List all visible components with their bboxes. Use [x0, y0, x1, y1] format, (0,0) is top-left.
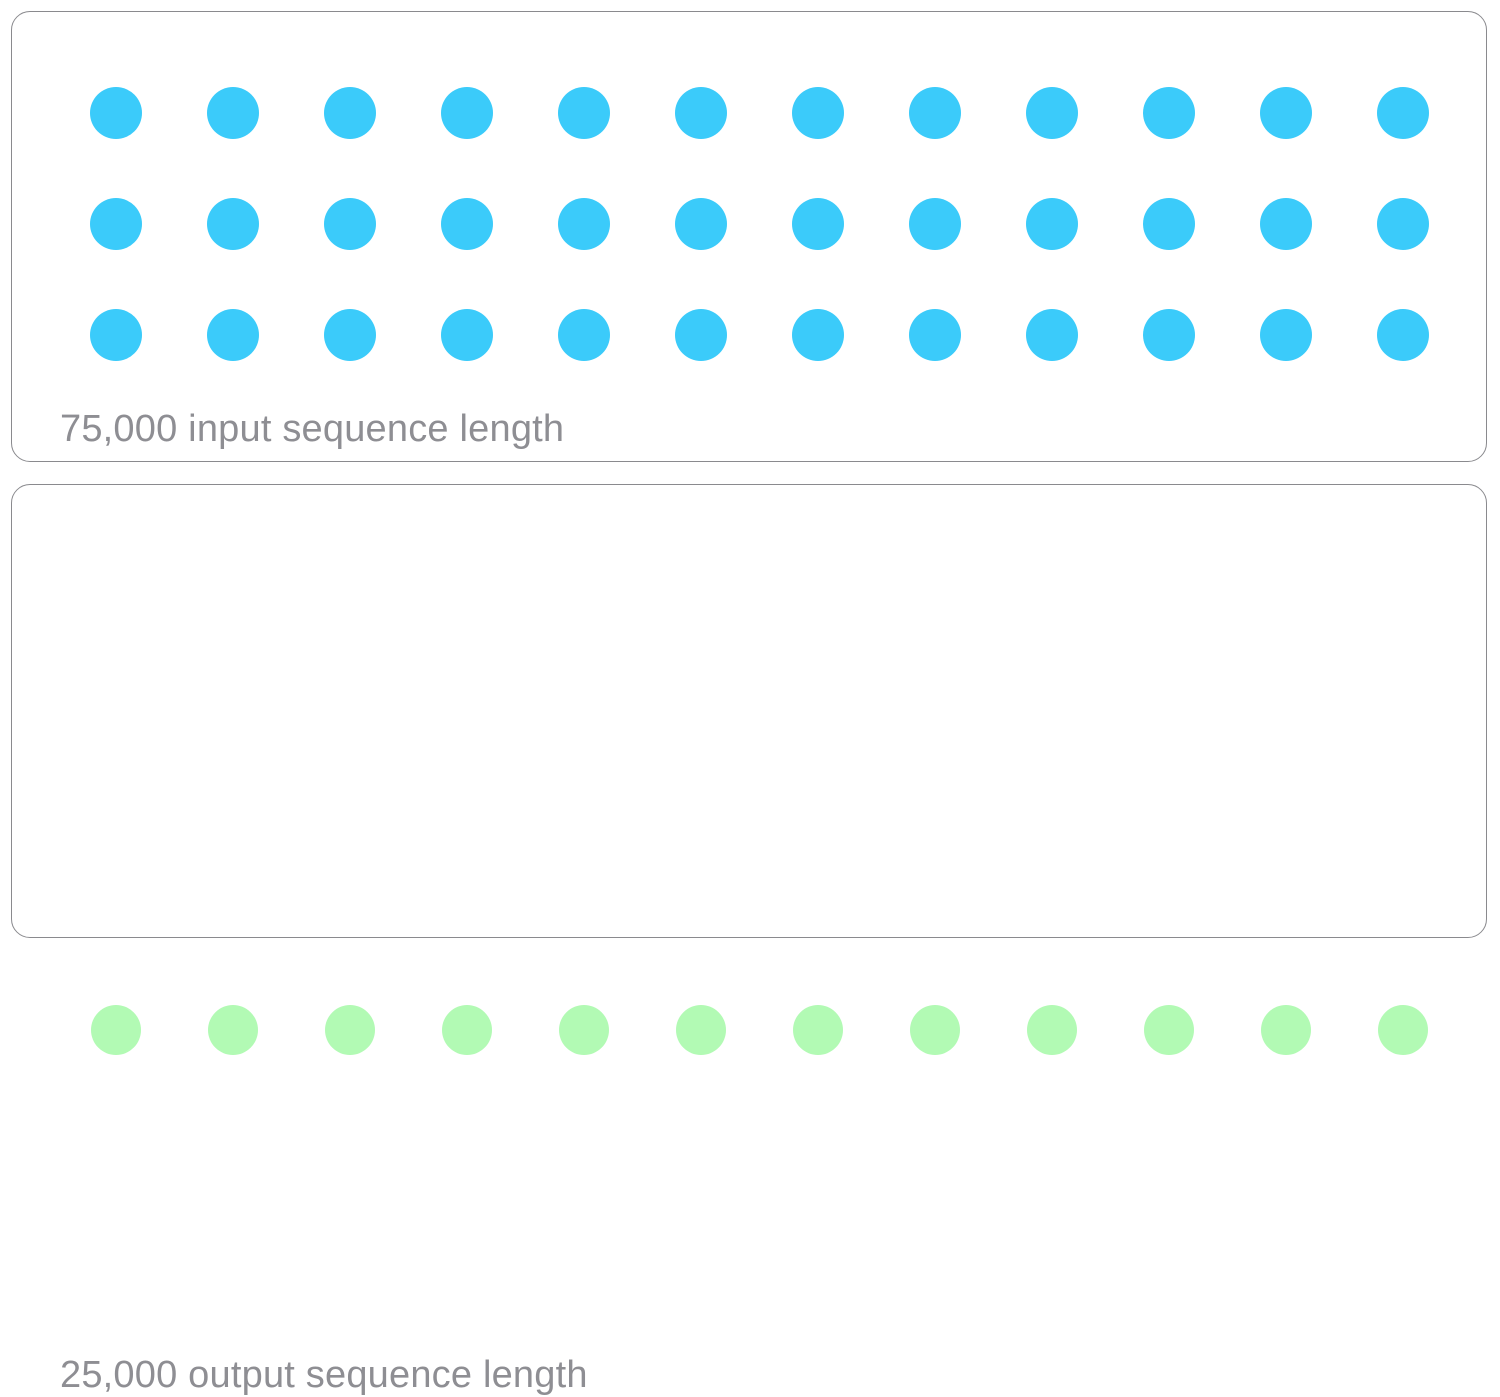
input-token-dot	[324, 308, 376, 361]
output-token-dot	[793, 1005, 843, 1055]
input-token-dot	[1377, 308, 1429, 361]
output-sequence-card: 25,000 output sequence length	[11, 484, 1487, 1396]
input-token-dot	[1143, 86, 1195, 139]
input-token-dot	[675, 197, 727, 250]
input-token-dot	[90, 308, 142, 361]
input-token-dot	[558, 308, 610, 361]
input-token-dot	[792, 308, 844, 361]
input-token-dot	[1026, 308, 1078, 361]
input-token-dot	[1143, 308, 1195, 361]
output-token-dot	[1144, 1005, 1194, 1055]
input-token-dot	[1377, 86, 1429, 139]
output-token-dot	[910, 1005, 960, 1055]
input-token-dot	[324, 86, 376, 139]
output-token-dot	[325, 1005, 375, 1055]
input-token-dot	[90, 86, 142, 139]
output-token-dot	[1261, 1005, 1311, 1055]
input-token-dot	[558, 86, 610, 139]
input-token-dot	[909, 197, 961, 250]
output-token-dot	[1378, 1005, 1428, 1055]
input-token-row	[90, 279, 1429, 390]
input-token-dot	[1026, 86, 1078, 139]
input-token-dot	[1260, 308, 1312, 361]
input-token-dot	[207, 308, 259, 361]
input-token-dot	[441, 197, 493, 250]
input-token-dot	[1026, 197, 1078, 250]
output-sequence-length-label: 25,000 output sequence length	[60, 1354, 588, 1396]
input-token-dot	[207, 197, 259, 250]
input-token-dot	[558, 197, 610, 250]
output-token-dot	[559, 1005, 609, 1055]
input-sequence-card: 75,000 input sequence length	[11, 11, 1487, 462]
input-token-row	[90, 57, 1429, 168]
input-sequence-length-label: 75,000 input sequence length	[60, 408, 565, 450]
input-token-dot	[90, 197, 142, 250]
output-token-row	[91, 1005, 1428, 1055]
input-token-dot	[675, 308, 727, 361]
input-token-dot	[1377, 197, 1429, 250]
input-token-row	[90, 168, 1429, 279]
output-token-dot	[91, 1005, 141, 1055]
output-token-dot	[676, 1005, 726, 1055]
input-token-dot	[1260, 197, 1312, 250]
input-token-dot	[792, 197, 844, 250]
input-token-dot	[1260, 86, 1312, 139]
input-token-dot	[441, 308, 493, 361]
input-token-dot	[792, 86, 844, 139]
input-token-dot	[909, 308, 961, 361]
output-token-dot	[442, 1005, 492, 1055]
input-token-dot	[324, 197, 376, 250]
input-token-dot	[207, 86, 259, 139]
output-token-dot	[208, 1005, 258, 1055]
input-token-dot	[675, 86, 727, 139]
output-token-grid	[91, 1005, 1428, 1055]
input-token-dot	[1143, 197, 1195, 250]
input-token-grid	[90, 57, 1429, 390]
output-token-dot	[1027, 1005, 1077, 1055]
diagram-canvas: 75,000 input sequence length 25,000 outp…	[11, 11, 1487, 1396]
input-token-dot	[909, 86, 961, 139]
input-token-dot	[441, 86, 493, 139]
